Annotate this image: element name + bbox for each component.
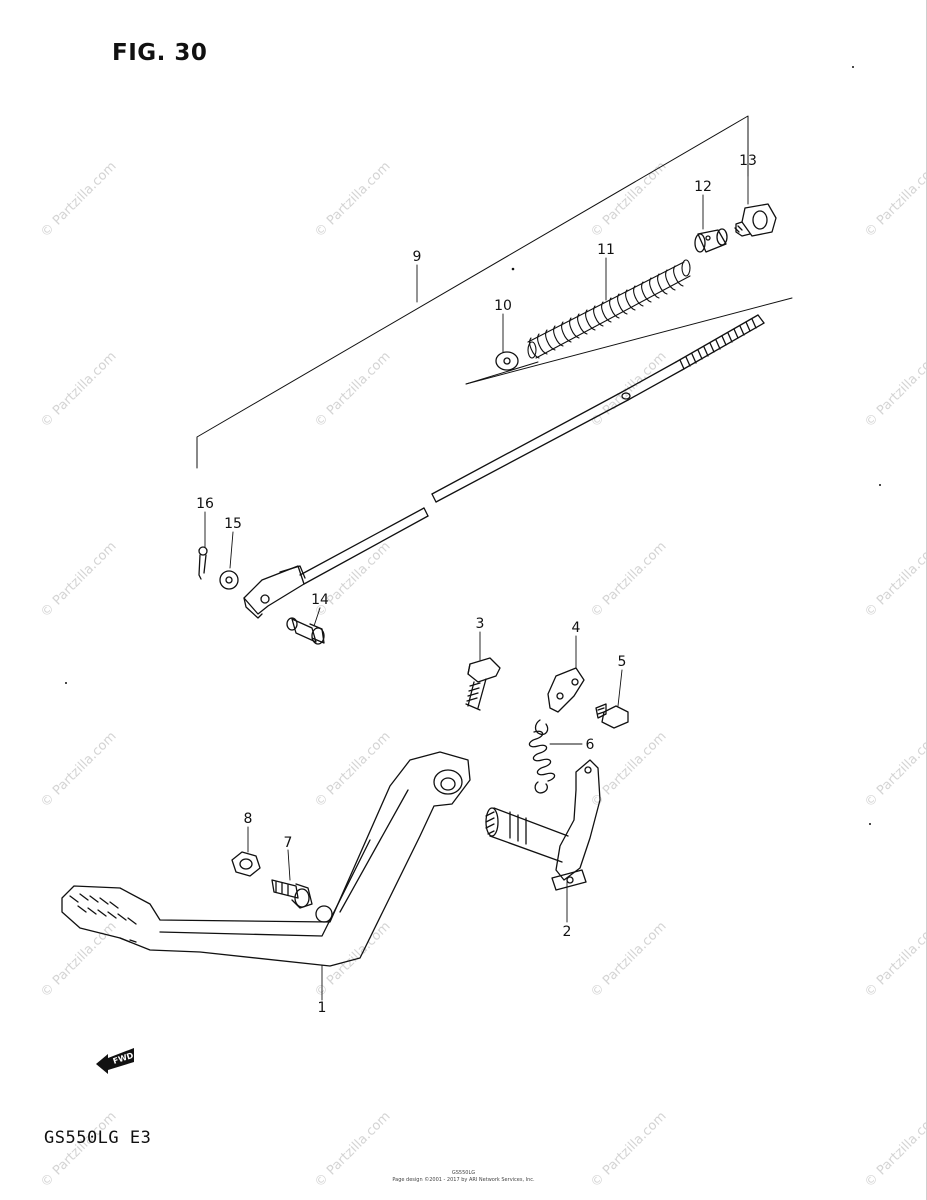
model-code: GS550LG E3 [44, 1128, 152, 1148]
spring-guide-line [465, 297, 793, 385]
callout-number: 5 [618, 654, 627, 670]
pivot-bolt [271, 879, 313, 909]
clevis-pin [286, 617, 325, 645]
cotter-pin [198, 546, 208, 580]
callout-number: 15 [224, 516, 242, 532]
callout-number: 14 [311, 592, 329, 608]
callout-number: 6 [586, 737, 595, 753]
callout-number: 7 [284, 835, 293, 851]
callout-number: 16 [196, 496, 214, 512]
trunnion-joint [694, 228, 728, 253]
hex-bolt [465, 657, 501, 711]
footer-line: GS550LG [451, 1170, 476, 1176]
callout-number: 13 [739, 153, 757, 169]
figure-title: FIG. 30 [112, 40, 208, 66]
callout-number: 11 [597, 242, 615, 258]
callout-number: 12 [694, 179, 712, 195]
washer-part [495, 351, 519, 371]
adjuster-nut [734, 203, 777, 237]
spring-guide-line [465, 361, 539, 385]
callout-number: 3 [476, 616, 485, 632]
brake-rod [243, 314, 765, 619]
flange-bolt [595, 703, 629, 729]
callout-number: 1 [318, 1000, 327, 1016]
return-spring [528, 719, 556, 794]
assembly-bracket-line [196, 115, 749, 469]
washer-small [219, 570, 239, 590]
callout-number: 9 [413, 249, 422, 265]
footer-line: Page design ©2001 - 2017 by ARI Network … [392, 1177, 535, 1183]
callout-number: 2 [563, 924, 572, 940]
page-footer: GS550LG Page design ©2001 - 2017 by ARI … [0, 1170, 927, 1184]
callout-number: 8 [244, 811, 253, 827]
compression-spring [527, 259, 691, 359]
brake-shaft-arm [485, 759, 601, 891]
brake-pedal [61, 751, 471, 967]
forward-arrow-icon: FWD [96, 1048, 135, 1074]
callout-number: 4 [572, 620, 581, 636]
callout-number: 10 [494, 298, 512, 314]
hex-nut [231, 851, 261, 877]
spring-bracket [547, 667, 585, 713]
